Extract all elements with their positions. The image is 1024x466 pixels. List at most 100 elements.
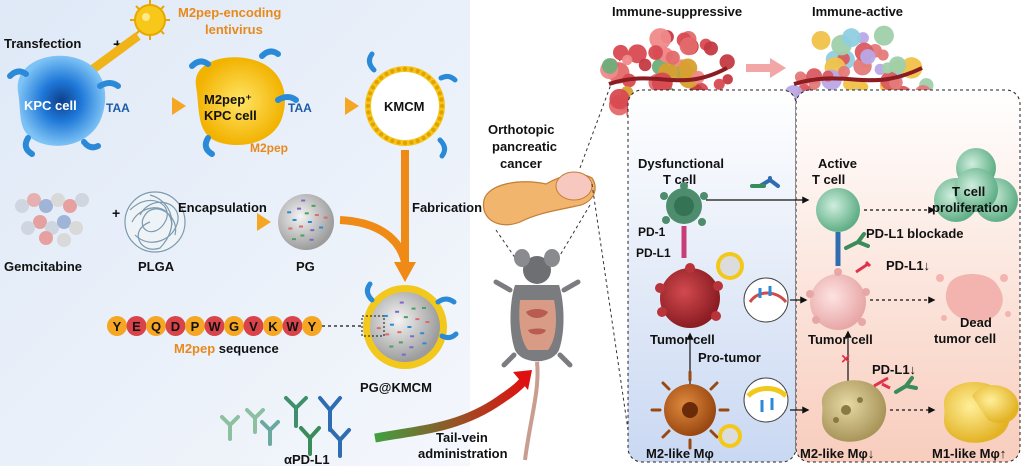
pdl1-down-label-2: PD-L1↓ [872,362,916,377]
m2-macrophage-left [650,370,730,450]
antibody-icon-bottom [894,376,918,394]
zoom-lines [579,59,629,431]
m2-right-label: M2-like Mφ↓ [800,446,874,461]
immune-active-label: Immune-active [812,4,903,19]
plus-sign-top: + [113,36,122,53]
sequence-bead [185,316,205,336]
dead-label-line1: Dead [960,315,992,330]
sequence-letter: W [286,319,299,334]
tumor-cell-left [655,263,723,328]
active-label-line2: T cell [812,172,845,187]
antibody-icon-center [750,176,780,188]
dysfunctional-label-line2: T cell [663,172,696,187]
pd1-label: PD-1 [638,225,666,239]
orthotopic-label-line1: Orthotopic [488,122,554,137]
pg-nanoparticle [278,194,334,250]
sequence-letter: G [229,319,239,334]
nanoparticle-binding-right [718,377,789,448]
dysfunctional-label-line1: Dysfunctional [638,156,724,171]
fabrication-label: Fabrication [412,200,482,215]
immune-suppressive-panel [627,89,797,463]
lentivirus-label-line2: lentivirus [205,22,263,37]
t-cell-proliferation-cluster [934,148,1018,222]
m2-left-label: M2-like Mφ [646,446,714,461]
tail-vein-label-line2: administration [418,446,508,461]
sequence-letter: V [249,319,258,334]
sequence-bead [204,316,225,336]
apdl1-label: αPD-L1 [284,452,330,466]
t-prolif-label-line1: T cell [952,184,985,199]
inhibition-x-icon: × [841,351,850,368]
sequence-letter: K [268,319,278,334]
m2-macrophage-right [821,380,887,442]
sequence-letter: E [132,319,141,334]
sequence-bead [243,316,264,336]
kmcm-label: KMCM [384,99,424,114]
dead-tumor-cell [936,274,1011,322]
sequence-bead [126,316,147,336]
sequence-letter: Y [308,319,317,334]
sequence-letter: D [171,319,180,334]
encapsulation-label: Encapsulation [178,200,267,215]
orthotopic-label-line2: pancreatic [492,139,557,154]
sequence-bead [165,316,186,336]
m1-macrophage-cluster [943,382,1019,443]
pro-tumor-label: Pro-tumor [698,350,761,365]
pdl1-blockade-label: PD-L1 blockade [866,226,964,241]
m2pep-label: M2pep [250,141,288,155]
kpc-cell-label: KPC cell [24,98,77,113]
nanoparticle-binding-left [716,252,789,323]
kpc-cell [7,55,121,157]
m2pep-kpc-label-line2: KPC cell [204,108,257,123]
kmcm-vesicle [365,51,458,159]
active-label-line1: Active [818,156,857,171]
fabrication-arrow-curve [339,216,409,264]
lentivirus-icon [130,0,170,40]
pg-label: PG [296,259,315,274]
sequence-bead [302,316,322,336]
dysfunctional-t-cell [660,182,708,226]
mouse-illustration [493,249,581,461]
orthotopic-label-line3: cancer [500,156,542,171]
taa-label-2: TAA [288,101,312,115]
active-t-cell [816,188,860,232]
tail-vein-arrow [374,375,530,443]
m1-right-label: M1-like Mφ↑ [932,446,1006,461]
dead-label-line2: tumor cell [934,331,996,346]
sequence-bead [263,316,283,336]
sequence-letter: Q [151,319,161,334]
tumor-cell-right [806,268,870,330]
sequence-letter: Y [113,319,122,334]
plga-polymer [124,191,186,253]
pdl1-blockade-antibody [844,232,870,250]
pdl1-label: PD-L1 [636,246,671,260]
plga-label: PLGA [138,259,175,274]
gemcitabine-molecule [15,193,89,247]
lentivirus-label-line1: M2pep-encoding [178,5,281,20]
pdl1-block-x [855,260,872,274]
pg-kmcm-nanoparticle [363,281,459,369]
pdl1-down-label-1: PD-L1↓ [886,258,930,273]
t-prolif-label-line2: proliferation [932,200,1008,215]
tumor-cell-right-label: Tumor cell [808,332,873,347]
pancreas-illustration [482,171,596,226]
sequence-label: M2pep sequence [174,341,279,356]
sequence-bead [224,316,244,336]
transfection-label: Transfection [4,36,81,51]
pg-kmcm-label: PG@KMCM [360,380,432,395]
immune-suppressive-label: Immune-suppressive [612,4,742,19]
gemcitabine-label: Gemcitabine [4,259,82,274]
plus-sign: + [112,205,120,221]
sequence-letter: P [191,319,200,334]
m2pep-kpc-cell [189,48,299,157]
antibody-icons [220,396,351,458]
sequence-letter: W [208,319,221,334]
m2pep-kpc-label-line1: M2pep⁺ [204,92,252,107]
taa-label-1: TAA [106,101,130,115]
tail-vein-label-line1: Tail-vein [436,430,488,445]
sequence-bead [146,316,166,336]
sequence-bead [107,316,127,336]
